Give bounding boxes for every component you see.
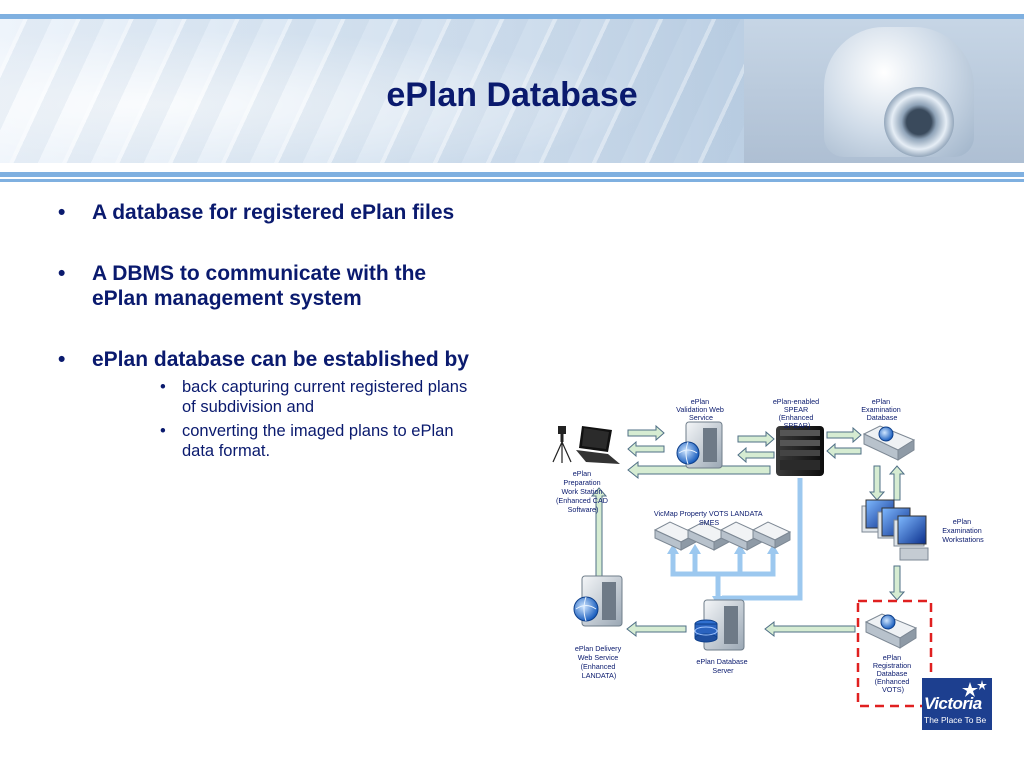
arrow-delivery-to-prep bbox=[590, 487, 608, 577]
registration-label: ePlan Registration Database (Enhanced VO… bbox=[873, 653, 913, 694]
data-source-servers bbox=[653, 521, 792, 551]
bottom-rule bbox=[0, 172, 1024, 177]
arrow-exam-db-to-spear bbox=[826, 442, 862, 460]
bullet-item: • A database for registered ePlan files bbox=[50, 200, 470, 225]
victoria-logo: Victoria The Place To Be bbox=[922, 678, 992, 730]
delivery-label: ePlan Delivery Web Service (Enhanced LAN… bbox=[575, 644, 623, 680]
examination-database-icon bbox=[862, 425, 916, 461]
sub-bullet-text: back capturing current registered plans … bbox=[182, 378, 468, 416]
preparation-workstation-icon bbox=[552, 426, 620, 464]
slide-title: ePlan Database bbox=[386, 76, 638, 114]
header-banner bbox=[0, 17, 1024, 163]
examination-ws-label: ePlan Examination Workstations bbox=[942, 517, 984, 544]
examination-workstations-icon bbox=[861, 499, 929, 561]
arrow-workstations-to-registration bbox=[888, 565, 906, 601]
camera-image bbox=[744, 17, 1024, 163]
registration-database-icon bbox=[864, 613, 918, 649]
bullet-glyph: • bbox=[160, 378, 166, 396]
validation-label: ePlan Validation Web Service bbox=[676, 397, 726, 422]
bullet-item: • A DBMS to communicate with the ePlan m… bbox=[50, 261, 470, 311]
examination-db-label: ePlan Examination Database bbox=[861, 397, 903, 422]
arrow-head bbox=[734, 544, 746, 554]
arrow-head bbox=[689, 544, 701, 554]
top-rule bbox=[0, 14, 1024, 19]
block-arrows bbox=[590, 424, 906, 638]
arrow-exam-db-to-workstations bbox=[868, 465, 886, 501]
bullet-glyph: • bbox=[58, 262, 66, 285]
spear-label: ePlan-enabled SPEAR (Enhanced SPEAR) bbox=[773, 397, 821, 430]
bullet-item: • ePlan database can be established by bbox=[50, 347, 470, 372]
data-sources-label: VicMap Property VOTS LANDATA SMES bbox=[654, 509, 764, 527]
logo-name: Victoria bbox=[924, 694, 982, 713]
bullet-glyph: • bbox=[58, 348, 66, 371]
keyboard-background-image bbox=[0, 17, 744, 163]
arrow-spear-to-prep bbox=[627, 460, 771, 480]
bullet-text: A DBMS to communicate with the ePlan man… bbox=[92, 262, 427, 310]
sub-bullet-item: • back capturing current registered plan… bbox=[50, 378, 470, 417]
bullet-text: ePlan database can be established by bbox=[92, 348, 469, 371]
camera-lens bbox=[884, 87, 954, 157]
sub-bullet-list: • back capturing current registered plan… bbox=[50, 378, 470, 461]
arrow-head bbox=[767, 544, 779, 554]
arrow-head bbox=[667, 544, 679, 554]
sub-bullet-text: converting the imaged plans to ePlan dat… bbox=[182, 422, 454, 460]
spear-server-icon bbox=[776, 426, 824, 476]
database-server-icon bbox=[694, 599, 745, 651]
arrow-registration-to-db-server bbox=[764, 620, 856, 638]
registration-highlight-box bbox=[856, 599, 933, 708]
bullet-glyph: • bbox=[160, 422, 166, 440]
logo-tagline: The Place To Be bbox=[924, 715, 987, 725]
preparation-label: ePlan Preparation Work Station (Enhanced… bbox=[556, 469, 610, 514]
bullet-text: A database for registered ePlan files bbox=[92, 201, 455, 224]
db-server-label: ePlan Database Server bbox=[696, 657, 749, 675]
arrow-workstations-to-exam-db bbox=[888, 465, 906, 501]
validation-server-icon bbox=[676, 421, 723, 469]
bullet-list: • A database for registered ePlan files … bbox=[50, 200, 470, 466]
sub-bullet-item: • converting the imaged plans to ePlan d… bbox=[50, 422, 470, 461]
delivery-server-icon bbox=[573, 575, 623, 627]
arrow-validation-to-spear bbox=[737, 430, 775, 448]
arrow-validation-to-prep bbox=[627, 440, 665, 458]
bottom-rule-thin bbox=[0, 179, 1024, 182]
logo-stars bbox=[962, 680, 987, 697]
arrow-spear-to-exam-db bbox=[826, 426, 862, 444]
arrow-db-server-to-delivery bbox=[626, 620, 687, 638]
vicmap-server-icon bbox=[653, 521, 698, 551]
arrow-spear-to-validation bbox=[737, 446, 775, 464]
arrow-prep-to-validation bbox=[627, 424, 665, 442]
landata-server-icon bbox=[751, 521, 792, 549]
bullet-glyph: • bbox=[58, 201, 66, 224]
blue-connector-lines bbox=[670, 478, 803, 601]
